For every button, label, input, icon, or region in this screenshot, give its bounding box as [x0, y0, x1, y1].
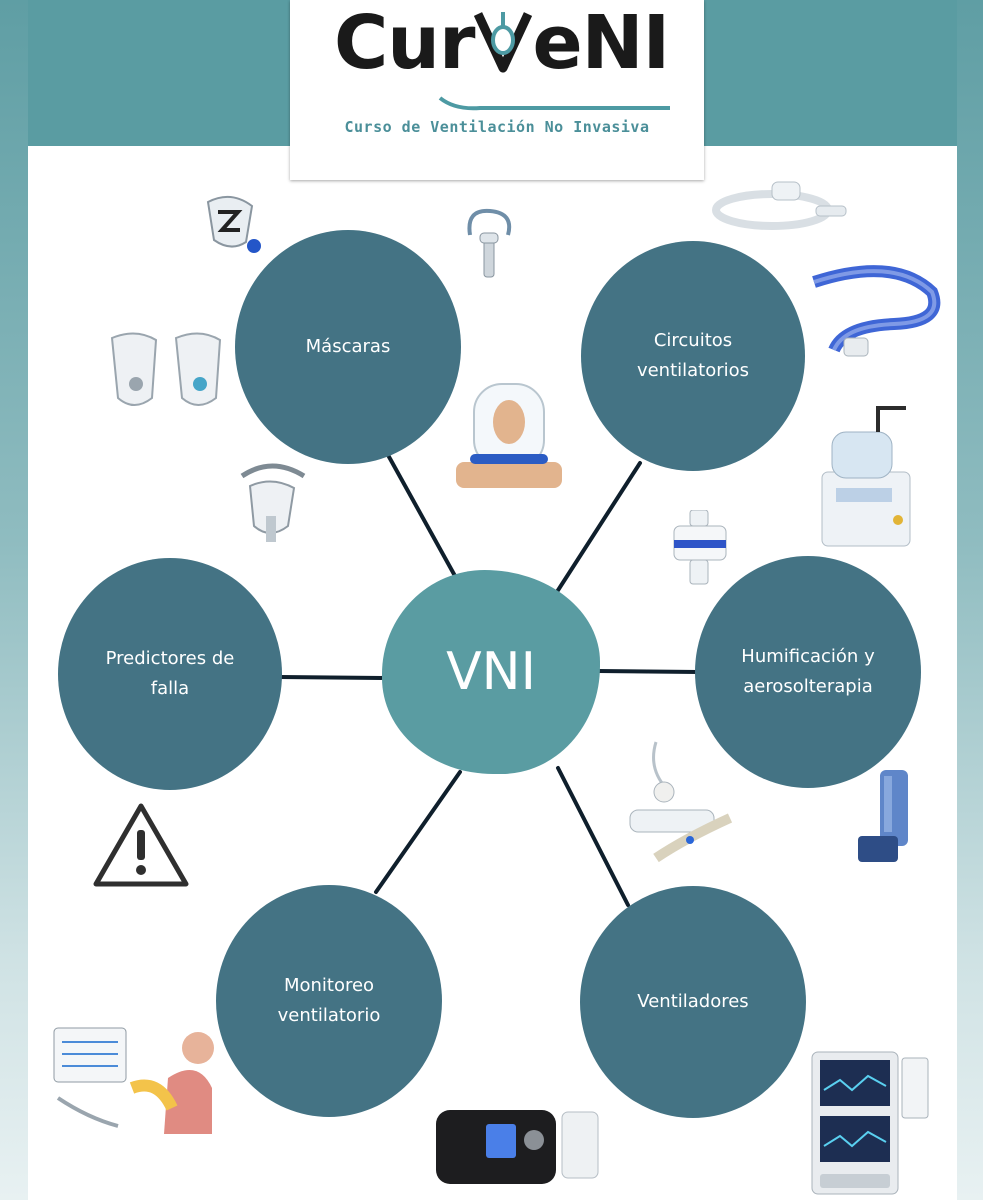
logo: Cur eNI Curso de Ventilación No Invasiva	[290, 0, 704, 180]
blue-circuit-icon	[812, 265, 941, 357]
line-circuitos	[551, 461, 642, 600]
line-monitoreo	[374, 770, 462, 894]
node-monitoreo: Monitoreo ventilatorio	[216, 885, 442, 1117]
node-label: Predictores de	[105, 648, 235, 670]
node-predictores: Predictores de falla	[58, 558, 282, 790]
node-label: Monitoreo	[283, 975, 375, 997]
line-ventiladores	[556, 766, 630, 907]
line-humificacion	[596, 669, 700, 674]
logo-subtitle: Curso de Ventilación No Invasiva	[344, 118, 650, 136]
full-face-mask-icon	[206, 195, 261, 253]
logo-underline	[438, 96, 670, 111]
inhaler-icon	[858, 770, 908, 862]
node-mascaras: Máscaras	[235, 230, 461, 464]
logo-text-eni: eNI	[532, 0, 670, 86]
line-mascaras	[386, 453, 462, 587]
humidifier-icon	[821, 406, 911, 547]
mask-v-logo-icon	[474, 12, 533, 73]
node-label: Humificación y	[741, 646, 875, 668]
infographic-page: Cur eNI Curso de Ventilación No Invasiva…	[28, 0, 957, 1200]
logo-wordmark: Cur eNI	[334, 6, 670, 80]
node-humificacion: Humificación y aerosolterapia	[695, 556, 921, 788]
node-label: Máscaras	[305, 336, 391, 358]
node-label: aerosolterapia	[743, 676, 873, 697]
cpap-device-icon	[436, 1110, 599, 1184]
headgear-mask-icon	[240, 463, 306, 542]
helmet-icon	[456, 383, 562, 488]
node-label: ventilatorio	[277, 1005, 381, 1026]
warning-icon	[93, 803, 189, 887]
circuit-tubing-icon	[712, 181, 847, 230]
nasal-pillow-mask-icon	[467, 208, 512, 278]
node-label: falla	[150, 678, 190, 699]
nebulizer-icon	[629, 741, 733, 863]
center-vni: VNI	[382, 570, 600, 774]
logo-text-cur: Cur	[334, 0, 475, 86]
monitoring-illustration-icon	[53, 1027, 214, 1134]
node-label: ventilatorios	[636, 360, 750, 381]
oronasal-masks-icon	[110, 332, 222, 406]
line-predictores	[278, 675, 390, 680]
node-circuitos: Circuitos ventilatorios	[581, 241, 805, 471]
ventilator-icon	[811, 1051, 929, 1195]
node-label: Circuitos	[653, 330, 733, 352]
node-ventiladores: Ventiladores	[580, 886, 806, 1118]
node-label: Ventiladores	[637, 991, 749, 1013]
connector-lines	[278, 453, 700, 907]
filter-icon	[673, 510, 727, 585]
